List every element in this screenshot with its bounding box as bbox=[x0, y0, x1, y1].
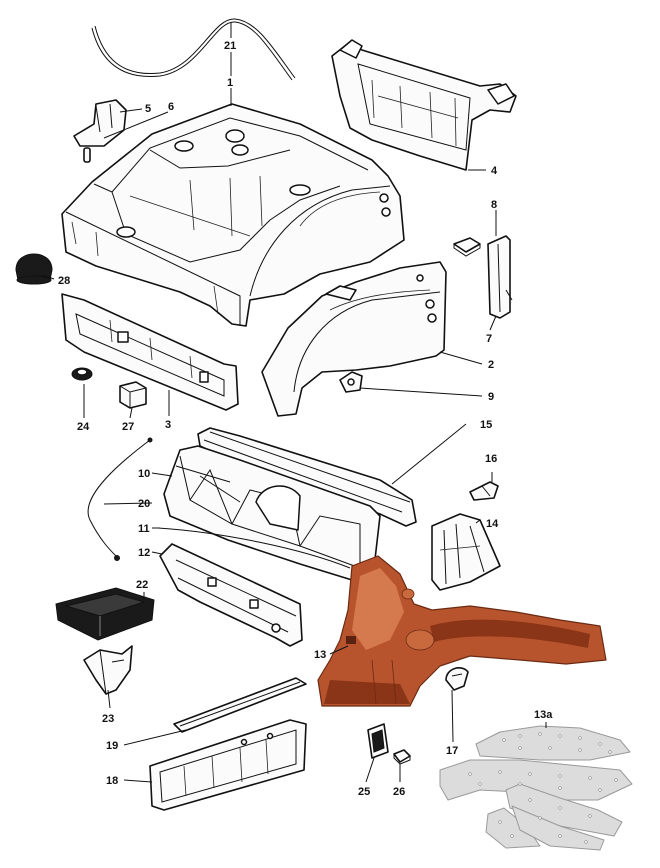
part-13a-repair-panels bbox=[439, 725, 633, 851]
part-28-rubber-plug bbox=[15, 253, 53, 285]
part-2-inner-wing bbox=[261, 261, 447, 417]
part-17-hook bbox=[445, 667, 469, 691]
callout-17: 17 bbox=[446, 745, 458, 757]
callout-19: 19 bbox=[106, 740, 118, 752]
callout-18: 18 bbox=[106, 775, 118, 787]
part-26-block bbox=[393, 749, 411, 765]
part-27-block bbox=[119, 381, 147, 409]
part-4-firewall-panel bbox=[331, 39, 517, 171]
callout-5: 5 bbox=[145, 103, 151, 115]
part-22-tray bbox=[55, 587, 155, 641]
callout-22: 22 bbox=[136, 579, 148, 591]
part-9-plate bbox=[339, 371, 363, 393]
part-14-column-bracket bbox=[431, 513, 501, 591]
part-8-pad bbox=[453, 237, 481, 257]
callout-4: 4 bbox=[491, 165, 498, 177]
part-10-rear-structure bbox=[163, 445, 381, 581]
callout-8: 8 bbox=[491, 199, 497, 211]
part-19-rail bbox=[173, 677, 307, 733]
callout-25: 25 bbox=[358, 786, 370, 798]
callout-2: 2 bbox=[488, 359, 494, 371]
part-5-bracket bbox=[73, 99, 127, 147]
callout-11: 11 bbox=[138, 523, 150, 535]
callout-24: 24 bbox=[77, 421, 90, 433]
callout-26: 26 bbox=[393, 786, 405, 798]
part-3-apron-panel bbox=[61, 293, 239, 411]
callout-9: 9 bbox=[488, 391, 494, 403]
callout-16: 16 bbox=[485, 453, 497, 465]
part-18-lower-panel bbox=[149, 719, 307, 811]
part-25-square-panel bbox=[367, 723, 389, 759]
callout-15: 15 bbox=[480, 419, 492, 431]
callout-labels: 1 2 3 4 5 6 7 8 9 10 11 12 13 13a 14 15 … bbox=[58, 40, 553, 798]
part-12-rear-panel bbox=[159, 543, 303, 647]
part-16-clip bbox=[469, 481, 499, 501]
part-21-seal-strip bbox=[91, 18, 296, 81]
callout-13a: 13a bbox=[534, 709, 553, 721]
callout-14: 14 bbox=[486, 518, 499, 530]
callout-7: 7 bbox=[486, 333, 492, 345]
part-6-pin bbox=[83, 147, 91, 163]
callout-6: 6 bbox=[168, 101, 174, 113]
part-11-strip bbox=[157, 527, 351, 569]
callout-12: 12 bbox=[138, 547, 150, 559]
part-7-vertical-bracket bbox=[487, 235, 513, 319]
callout-13: 13 bbox=[314, 649, 326, 661]
part-20-cable bbox=[87, 437, 153, 561]
callout-28: 28 bbox=[58, 275, 70, 287]
callout-21: 21 bbox=[224, 40, 236, 52]
leader-lines bbox=[41, 22, 547, 783]
callout-23: 23 bbox=[102, 713, 114, 725]
callout-20: 20 bbox=[138, 498, 150, 510]
callout-1: 1 bbox=[227, 77, 233, 89]
part-1-front-body-tub bbox=[61, 103, 405, 327]
repair-panel-holes bbox=[468, 732, 618, 844]
part-23-bracket bbox=[83, 645, 133, 695]
callout-10: 10 bbox=[138, 468, 150, 480]
callout-3: 3 bbox=[165, 419, 171, 431]
part-13-rear-wing-highlighted bbox=[317, 555, 607, 707]
part-24-grommet bbox=[71, 367, 93, 381]
callout-27: 27 bbox=[122, 421, 134, 433]
